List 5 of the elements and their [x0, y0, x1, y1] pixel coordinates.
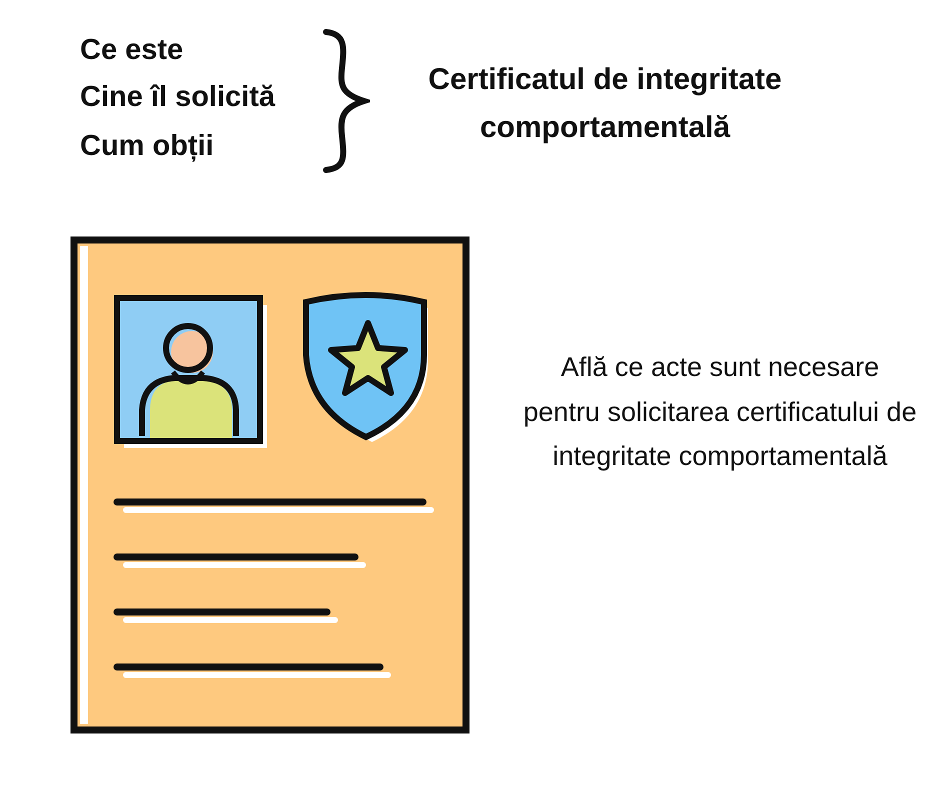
description-text: Află ce acte sunt necesare pentru solicitarea certificatului de integritate comportamentală	[522, 351, 918, 473]
list-item: Cine îl solicită	[80, 80, 275, 115]
list-item: Cum obții	[80, 129, 214, 164]
heading: Certificatul de integritate comportamentală	[427, 62, 783, 146]
list-item: Ce este	[80, 33, 184, 68]
